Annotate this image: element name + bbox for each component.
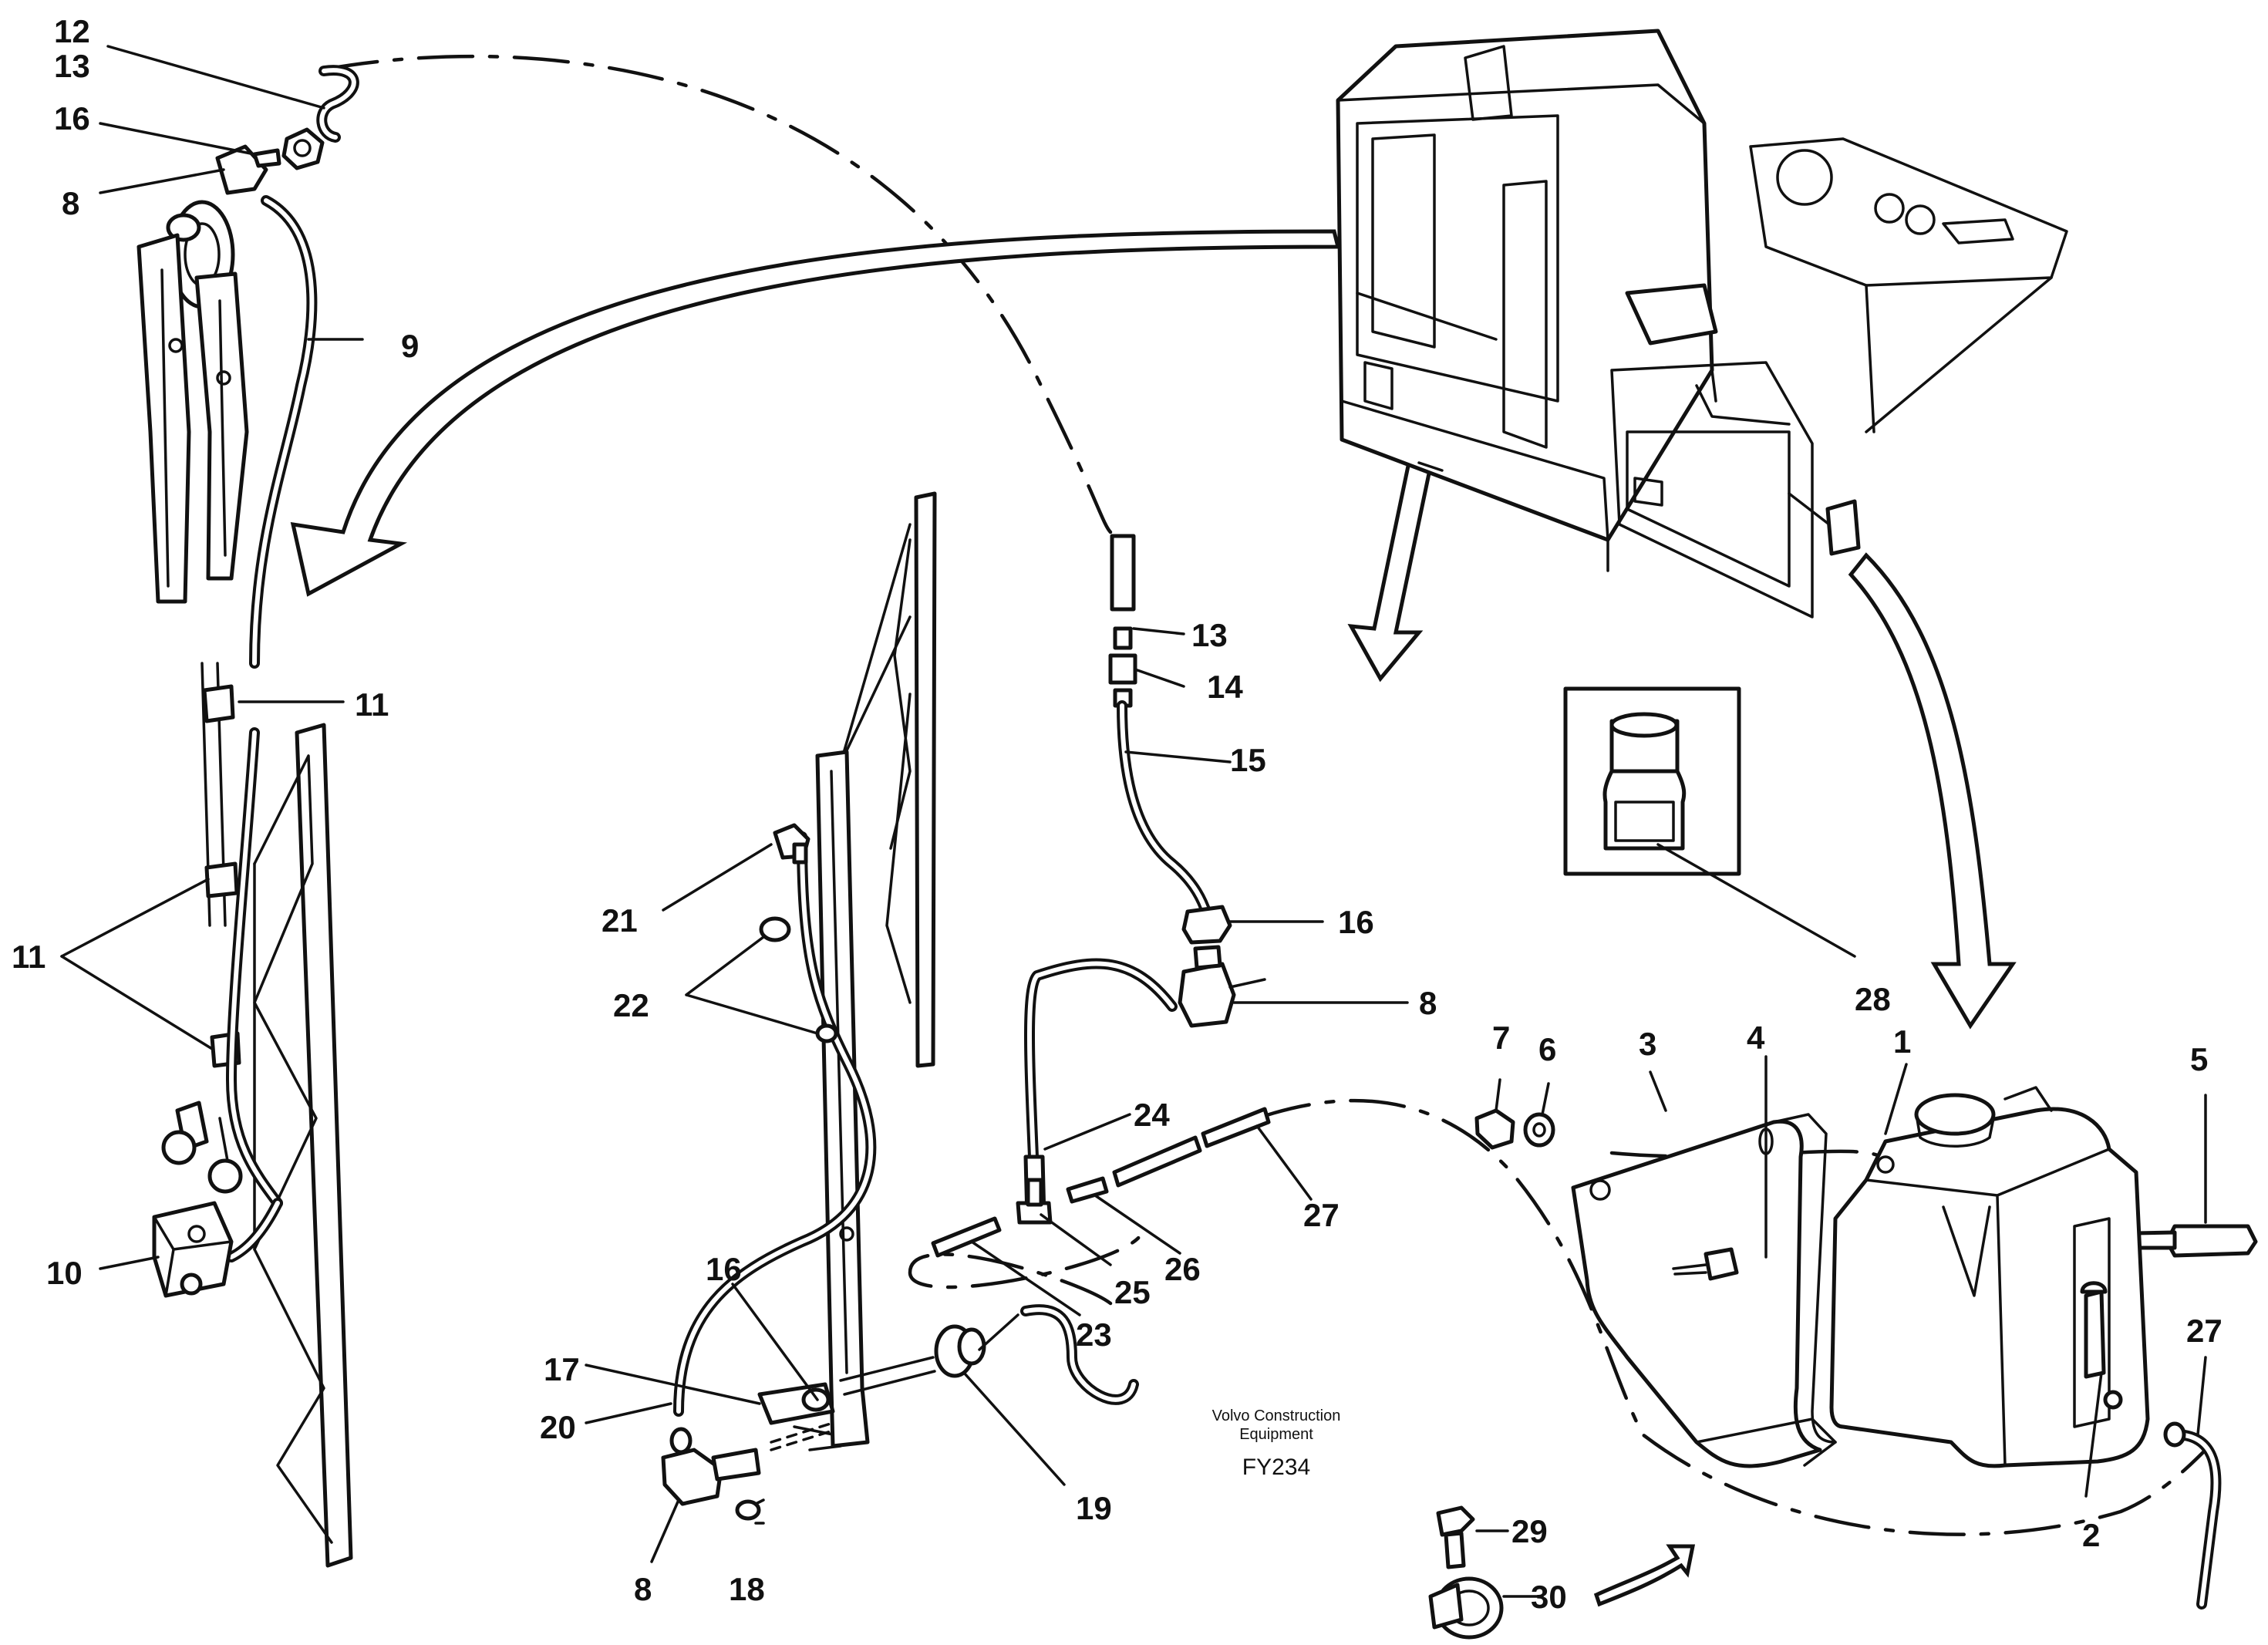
pointer-arrow-down-reservoir [1848, 552, 2017, 1030]
callout-16-top: 16 [54, 100, 90, 137]
left-hose-lower [226, 727, 283, 1262]
center-elbow-connector-8 [1178, 945, 1266, 1028]
hose-23 [931, 1216, 1002, 1258]
callout-24: 24 [1134, 1097, 1170, 1133]
left-nut-16 [281, 127, 325, 170]
callout-6: 6 [1538, 1031, 1556, 1067]
middle-connector-21 [773, 823, 810, 865]
middle-hose-20 [673, 831, 877, 1417]
hose-routing-line-bottom [1255, 1098, 2208, 1536]
hose-27-right [2163, 1421, 2222, 1610]
left-nozzles [161, 1117, 243, 1194]
callout-17: 17 [544, 1351, 580, 1387]
left-valve-block-10 [152, 1201, 234, 1298]
hose-15 [1117, 700, 1212, 919]
hose-routing-line-loop [908, 1232, 1144, 1306]
callout-14: 14 [1207, 669, 1243, 705]
callout-8-top: 8 [62, 185, 79, 221]
pointer-arrow-down-cab [1347, 449, 1435, 683]
callout-2: 2 [2082, 1517, 2100, 1553]
screw-4 [1672, 1247, 1739, 1281]
figure-code: FY234 [1242, 1455, 1310, 1480]
callout-26: 26 [1164, 1251, 1201, 1287]
callout-19: 19 [1076, 1490, 1112, 1526]
callout-21: 21 [602, 902, 638, 939]
callout-30: 30 [1531, 1579, 1567, 1615]
hose-routing-line-top [322, 54, 1113, 534]
callout-5: 5 [2190, 1041, 2208, 1077]
callout-23: 23 [1076, 1316, 1112, 1353]
washer-fluid-bottle-box-28 [1563, 686, 1741, 876]
callout-18: 18 [729, 1571, 765, 1607]
middle-wiper-blade [839, 491, 937, 1068]
middle-clips-22 [759, 916, 838, 1043]
callout-11-lower: 11 [12, 939, 45, 975]
callout-8-center: 8 [1419, 985, 1437, 1021]
callout-15: 15 [1230, 742, 1266, 778]
callout-7: 7 [1492, 1020, 1510, 1056]
callout-10: 10 [46, 1255, 83, 1291]
leader-lines [60, 45, 2207, 1598]
callout-29: 29 [1511, 1513, 1548, 1549]
middle-wiper-arm [815, 750, 870, 1448]
callout-27-right: 27 [2186, 1313, 2223, 1349]
callout-12-top: 12 [54, 13, 90, 49]
reservoir-bracket-3 [1571, 1113, 1837, 1468]
callout-4: 4 [1747, 1020, 1765, 1056]
rear-hose-loop [978, 1304, 1139, 1405]
washer-reservoir-1 [1829, 1086, 2150, 1468]
callout-13-top: 13 [54, 48, 90, 84]
middle-elbow-connector-8 [661, 1427, 761, 1506]
grommet-19 [934, 1324, 986, 1378]
callout-13-center: 13 [1191, 617, 1228, 653]
callout-22: 22 [613, 987, 649, 1023]
clip-30 [1428, 1576, 1504, 1640]
callout-3: 3 [1639, 1026, 1656, 1062]
callout-16-center: 16 [1338, 904, 1374, 940]
caption-line-1: Volvo Construction [1212, 1407, 1341, 1424]
machine-cab [1336, 29, 2068, 619]
hose-26-27 [1066, 1107, 1271, 1204]
tee-piece-25 [1016, 1178, 1053, 1225]
washer-6 [1523, 1112, 1555, 1148]
callout-9: 9 [401, 328, 419, 364]
screw-18 [735, 1498, 765, 1521]
caption-line-2: Equipment [1239, 1426, 1313, 1443]
left-elbow-connector-8 [215, 144, 281, 195]
callout-16-lower: 16 [706, 1251, 742, 1287]
small-arrow-to-tank [1593, 1544, 1696, 1607]
left-hose-9 [249, 195, 318, 669]
nut-16-center [1181, 905, 1232, 945]
manufacturer-caption: Volvo Construction Equipment FY234 [1212, 1407, 1341, 1480]
callout-28: 28 [1855, 981, 1891, 1017]
callout-labels: 12 13 16 8 9 11 11 10 13 14 15 16 8 21 2… [12, 13, 2223, 1615]
washer-7 [1474, 1108, 1515, 1150]
callout-11-upper: 11 [355, 686, 389, 723]
callout-20: 20 [540, 1409, 576, 1445]
callout-25: 25 [1114, 1274, 1151, 1310]
screw-29 [1436, 1505, 1475, 1569]
callout-27-center: 27 [1303, 1197, 1340, 1233]
middle-shaft [770, 1356, 936, 1451]
middle-bracket-17 [757, 1382, 842, 1451]
hose-13-14 [1108, 534, 1137, 708]
callout-8-lower: 8 [634, 1571, 652, 1607]
pointer-arrow-left [290, 229, 1341, 597]
left-wiper-blade [253, 723, 353, 1568]
upper-left-hose [316, 65, 359, 143]
callout-1: 1 [1893, 1023, 1911, 1060]
